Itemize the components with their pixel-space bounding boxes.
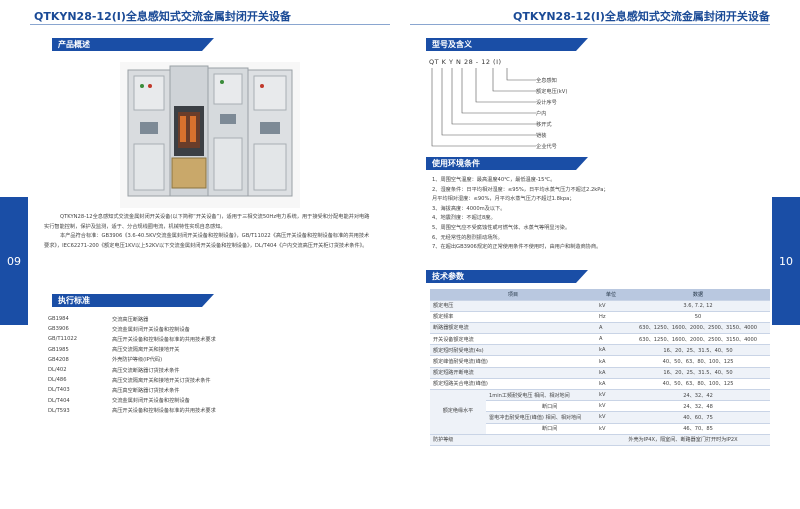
model-label: 全息感知 [536,78,557,84]
model-labels: 全息感知 额定电压(kV) 设计序号 户内 移开式 铠装 企业代号 [536,76,567,153]
table-header-row: 项目 单位 数据 [430,289,771,301]
switchgear-photo [120,62,300,208]
switchgear-illustration [120,62,300,208]
section-header-standards: 执行标准 [52,294,214,307]
column-header: 数据 [626,289,771,301]
list-item: 5、周围空气应不受腐蚀性或可燃气体、水蒸气等明显污染。 [432,224,571,231]
list-item: 4、地震烈度：不超过8度。 [432,215,496,222]
model-label: 铠装 [536,133,547,139]
header-divider-right [410,24,770,25]
section-header-overview: 产品概述 [52,38,214,51]
list-item: 7、在超出GB3906规定的正常使用条件不使用时，由用户和制造商协商。 [432,244,602,251]
overview-paragraph-1: QTKYN28-12全息感知式交流金属封闭开关设备(以下简称“开关设备”)，适用… [44,214,370,230]
section-header-model: 型号及含义 [426,38,588,51]
page-title-right: QTKYN28-12(Ⅰ)全息感知式交流金属封闭开关设备 [513,10,770,23]
model-label: 设计序号 [536,100,557,106]
model-label: 企业代号 [536,144,557,150]
page-number-right: 10 [772,197,800,325]
section-header-specs: 技术参数 [426,270,588,283]
model-code: QT K Y N 28 - 12 (Ⅰ) [429,58,502,66]
list-item: 3、海拔高度：4000m及以下。 [432,205,506,212]
model-label: 移开式 [536,122,552,128]
header-divider-left [30,24,390,25]
column-header: 项目 [430,289,597,301]
model-legend-lines [431,68,536,147]
list-item: 月平均相对湿度：≤90%，月平均水蒸气压力不超过1.8kpa； [432,196,575,203]
insulation-label: 额定绝缘水平 [430,389,486,435]
page-title-left: QTKYN28-12(Ⅰ)全息感知式交流金属封闭开关设备 [34,10,291,23]
section-header-environment: 使用环境条件 [426,157,588,170]
environment-list: 1、周围空气温度：最高温度40℃，最低温度-15℃。 2、湿度条件：日平均相对湿… [432,176,772,253]
table-row: 防护等级外壳为IP4X，隔室间、断路器室门打开时为IP2X [430,434,771,446]
list-item: 6、无经常性的剧烈振动场所。 [432,234,503,241]
list-item: 1、周围空气温度：最高温度40℃，最低温度-15℃。 [432,177,556,183]
model-label: 额定电压(kV) [536,89,568,95]
model-label: 户内 [536,111,547,117]
overview-paragraph-2: 本产品符合标准：GB3906《3.6-40.5KV交流金属封闭开关设备和控制设备… [44,233,370,249]
overview-description: QTKYN28-12全息感知式交流金属封闭开关设备(以下简称“开关设备”)，适用… [44,213,374,251]
column-header: 单位 [596,289,627,301]
list-item: 2、湿度条件：日平均相对湿度：≤95%，日平均水蒸气压力不超过2.2kPa； [432,186,609,193]
page-number-left: 09 [0,197,28,325]
